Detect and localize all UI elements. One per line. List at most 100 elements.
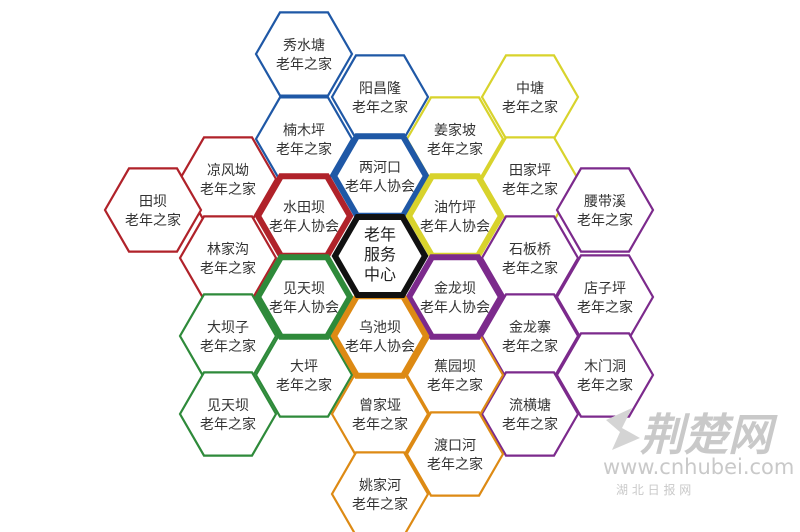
elder-home-name: 田家坪: [509, 162, 551, 179]
service-center-hexagon-outline: [331, 214, 429, 298]
elder-home-name: 曾家垭: [359, 397, 401, 414]
association-name: 水田坝: [283, 200, 325, 216]
elder-home-label: 老年之家: [427, 456, 483, 473]
service-center-label: 中心: [364, 265, 396, 284]
elder-home-label: 老年之家: [200, 338, 256, 355]
elder-home-name: 阳昌隆: [359, 81, 401, 97]
association-name: 油竹坪: [434, 200, 476, 216]
elder-home-name: 凉风坳: [207, 163, 249, 179]
elder-home-name: 木门洞: [584, 359, 626, 375]
association-hexagon-outline: [254, 254, 354, 340]
elder-home-label: 老年之家: [577, 377, 633, 394]
elder-home-label: 老年之家: [276, 56, 332, 73]
association-name: 乌池坝: [359, 320, 401, 336]
elder-home-label: 老年之家: [125, 212, 181, 229]
association-hexagon-outline: [405, 254, 505, 340]
watermark: 荆楚网 www.cnhubei.com 湖 北 日 报 网: [603, 408, 794, 497]
elder-home-name: 楠木坪: [283, 123, 325, 139]
elder-home-label: 老年之家: [352, 99, 408, 116]
elder-home-name: 渡口河: [434, 438, 476, 454]
association-label: 老年人协会: [420, 219, 490, 235]
elder-home-label: 老年之家: [276, 141, 332, 158]
elder-home-label: 老年之家: [276, 377, 332, 394]
watermark-logo-icon: [606, 408, 640, 450]
watermark-url: www.cnhubei.com: [603, 455, 794, 479]
elder-home-label: 老年之家: [502, 416, 558, 433]
service-center-label: 服务: [364, 245, 396, 264]
elder-home-name: 蕉园坝: [434, 359, 476, 375]
elder-home-name: 姜家坡: [434, 122, 476, 139]
association-name: 金龙坝: [434, 281, 476, 297]
elder-home-label: 老年之家: [352, 416, 408, 433]
elder-home-name: 金龙寨: [509, 319, 551, 336]
association-hexagon-outline: [254, 173, 354, 259]
elder-home-hexagon-outline: [330, 451, 430, 532]
elder-home-label: 老年之家: [427, 377, 483, 394]
elder-home-label: 老年之家: [502, 181, 558, 198]
elder-home-label: 老年之家: [200, 181, 256, 198]
watermark-title: 荆楚网: [640, 410, 778, 461]
service-center-label: 老年: [364, 225, 396, 244]
elder-home-name: 姚家河: [359, 477, 401, 494]
home-hexagons: 秀水塘老年之家阳昌隆老年之家楠木坪老年之家中塘老年之家姜家坡老年之家田家坪老年之…: [103, 11, 655, 532]
elder-home-label: 老年之家: [502, 99, 558, 116]
elder-home-label: 老年之家: [502, 338, 558, 355]
association-label: 老年人协会: [269, 300, 339, 316]
elder-home-name: 大坝子: [207, 320, 249, 336]
elder-home-label: 老年之家: [502, 260, 558, 277]
elder-home-name: 秀水塘: [283, 38, 325, 54]
elder-home-name: 腰带溪: [584, 194, 626, 210]
elder-home-hexagon-outline: [103, 167, 203, 253]
association-hexagons: 两河口老年人协会水田坝老年人协会油竹坪老年人协会金龙坝老年人协会见天坝老年人协会…: [254, 133, 505, 379]
elder-home-label: 老年之家: [200, 416, 256, 433]
elder-home-name: 田坝: [139, 194, 167, 210]
elder-home-name: 流横塘: [509, 398, 551, 414]
elder-home-label: 老年之家: [200, 260, 256, 277]
elder-home-name: 石板桥: [509, 242, 551, 258]
elder-home-hexagon-outline: [178, 371, 278, 457]
association-label: 老年人协会: [420, 300, 490, 316]
elder-home-label: 老年之家: [352, 496, 408, 513]
elder-home-name: 店子坪: [584, 281, 626, 297]
association-name: 见天坝: [283, 281, 325, 297]
association-label: 老年人协会: [345, 179, 415, 195]
elder-home-hexagon-outline: [405, 411, 505, 497]
association-hexagon-outline: [330, 293, 430, 379]
elder-home-hexagon-outline: [555, 332, 655, 418]
association-hexagon-outline: [405, 173, 505, 259]
elder-home-name: 大坪: [290, 359, 318, 375]
elder-home-hexagon-outline: [480, 371, 580, 457]
elder-home-label: 老年之家: [577, 212, 633, 229]
elder-home-label: 老年之家: [577, 299, 633, 316]
watermark-subtitle: 湖 北 日 报 网: [616, 482, 691, 497]
elder-home-label: 老年之家: [427, 141, 483, 158]
elder-home-hexagon-outline: [254, 11, 354, 97]
elder-home-name: 见天坝: [207, 398, 249, 414]
association-label: 老年人协会: [269, 219, 339, 235]
